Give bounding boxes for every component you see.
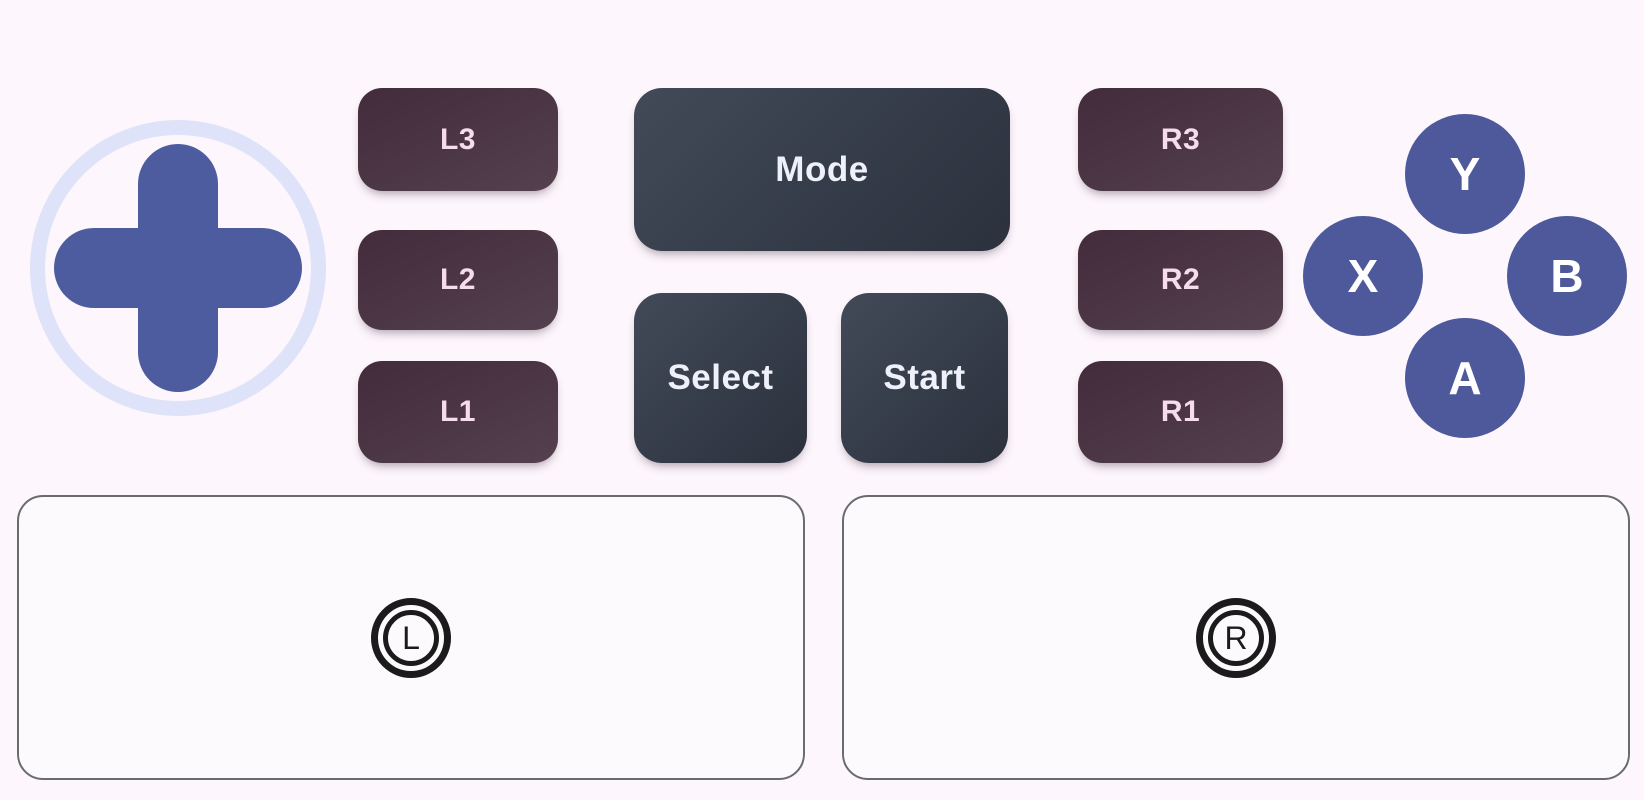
x-button[interactable]: X: [1303, 216, 1423, 336]
circled-l-icon: L: [371, 597, 451, 678]
l2-button[interactable]: L2: [358, 230, 558, 330]
r1-button[interactable]: R1: [1078, 361, 1283, 463]
r3-button[interactable]: R3: [1078, 88, 1283, 191]
circled-r-icon: R: [1196, 597, 1276, 678]
b-button[interactable]: B: [1507, 216, 1627, 336]
left-stick-touch-area[interactable]: L: [17, 495, 805, 780]
start-button[interactable]: Start: [841, 293, 1008, 463]
left-stick-letter: L: [383, 609, 439, 666]
dpad-cross-icon: [54, 144, 302, 392]
right-stick-letter: R: [1208, 609, 1264, 666]
select-button[interactable]: Select: [634, 293, 807, 463]
dpad-vertical-bar: [138, 144, 218, 392]
l3-button[interactable]: L3: [358, 88, 558, 191]
a-button[interactable]: A: [1405, 318, 1525, 438]
l1-button[interactable]: L1: [358, 361, 558, 463]
r2-button[interactable]: R2: [1078, 230, 1283, 330]
mode-button[interactable]: Mode: [634, 88, 1010, 251]
y-button[interactable]: Y: [1405, 114, 1525, 234]
dpad[interactable]: [30, 120, 326, 416]
right-stick-touch-area[interactable]: R: [842, 495, 1630, 780]
